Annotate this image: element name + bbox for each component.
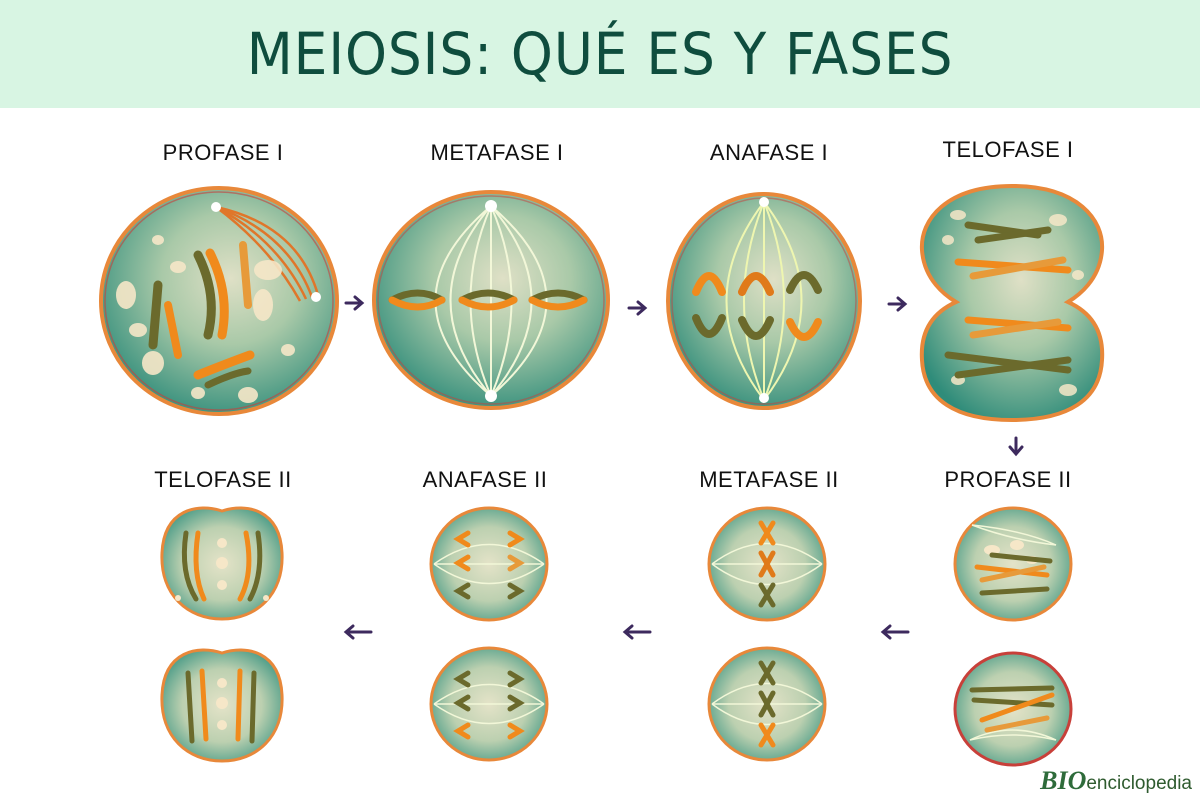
cell-profase-2-top bbox=[953, 506, 1073, 622]
page-title: MEIOSIS: QUÉ ES Y FASES bbox=[246, 20, 954, 88]
cell-anafase-1 bbox=[666, 192, 862, 410]
label-profase-1: PROFASE I bbox=[162, 140, 284, 165]
label-profase-2: PROFASE II bbox=[944, 467, 1072, 492]
cell-metafase-2-top bbox=[707, 506, 827, 622]
label-metafase-2: METAFASE II bbox=[699, 467, 839, 492]
label-telofase-1: TELOFASE I bbox=[942, 137, 1074, 162]
label-metafase-1: METAFASE I bbox=[430, 140, 564, 165]
label-telofase-2: TELOFASE II bbox=[154, 467, 292, 492]
chromosomes bbox=[148, 241, 255, 389]
cell-metafase-2-bottom bbox=[707, 646, 827, 762]
arrow-down-icon bbox=[1008, 436, 1024, 457]
chromosomes bbox=[969, 685, 1055, 733]
label-anafase-1: ANAFASE I bbox=[709, 140, 829, 165]
logo-bio: BIO bbox=[1040, 766, 1087, 795]
arrow-right-icon bbox=[627, 300, 648, 316]
arrow-right-icon bbox=[344, 295, 365, 311]
cell-telofase-2-bottom bbox=[160, 648, 284, 763]
cell-profase-1 bbox=[99, 186, 339, 416]
chromosomes bbox=[185, 668, 257, 744]
chromosomes bbox=[758, 660, 776, 748]
label-anafase-2: ANAFASE II bbox=[422, 467, 548, 492]
chromosomes bbox=[758, 520, 776, 608]
chromosomes bbox=[453, 530, 525, 600]
chromosomes bbox=[388, 289, 588, 311]
cell-anafase-2-top bbox=[429, 506, 549, 622]
cell-profase-2-bottom bbox=[953, 651, 1073, 767]
chromosomes bbox=[974, 552, 1053, 596]
bioenciclopedia-logo: BIOenciclopedia bbox=[1040, 766, 1192, 796]
chromosomes bbox=[692, 271, 822, 341]
logo-text: enciclopedia bbox=[1086, 773, 1192, 794]
spindle-fibers bbox=[725, 201, 803, 401]
centrosome bbox=[211, 202, 221, 212]
arrow-right-icon bbox=[887, 296, 908, 312]
cell-anafase-2-bottom bbox=[429, 646, 549, 762]
vesicles bbox=[216, 678, 228, 730]
spindle-fibers bbox=[215, 205, 320, 302]
cell-metafase-1 bbox=[372, 190, 610, 410]
chromosomes bbox=[453, 670, 525, 740]
cell-telofase-1 bbox=[919, 183, 1105, 423]
centrosome bbox=[311, 292, 321, 302]
arrow-left-icon bbox=[880, 624, 910, 640]
arrow-left-icon bbox=[343, 624, 373, 640]
chromosomes bbox=[944, 221, 1072, 379]
vesicles bbox=[116, 235, 295, 403]
chromosomes bbox=[181, 530, 263, 602]
cell-telofase-2-top bbox=[160, 506, 284, 621]
arrow-left-icon bbox=[622, 624, 652, 640]
header-banner: MEIOSIS: QUÉ ES Y FASES bbox=[0, 0, 1200, 108]
vesicles bbox=[175, 538, 269, 601]
